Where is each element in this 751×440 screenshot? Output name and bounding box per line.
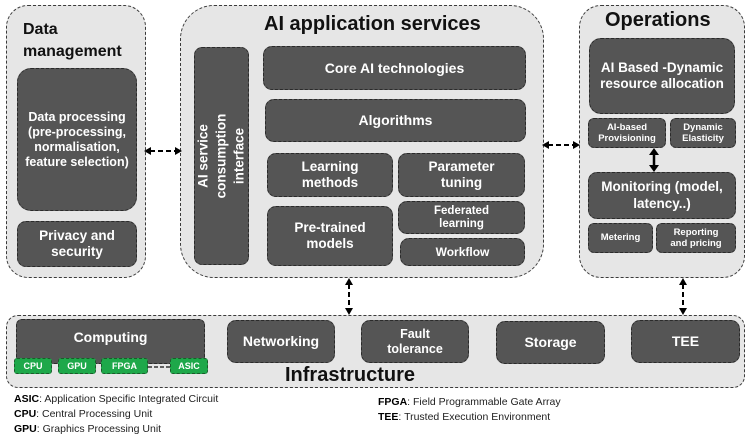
learning-methods-box[interactable]: Learning methods (267, 153, 393, 197)
pretrained-models-box[interactable]: Pre-trained models (267, 206, 393, 266)
data-to-ai-arrow (144, 147, 182, 155)
legend-fpga: FPGA: Field Programmable Gate Array (378, 396, 561, 408)
reporting-pricing-box[interactable]: Reporting and pricing (656, 223, 736, 253)
fault-tolerance-box[interactable]: Fault tolerance (361, 320, 469, 363)
parameter-tuning-box[interactable]: Parameter tuning (398, 153, 525, 197)
storage-box[interactable]: Storage (496, 321, 605, 364)
data-processing-box[interactable]: Data processing (pre-processing, normali… (17, 68, 137, 211)
ai-to-operations-arrow (542, 141, 580, 149)
dynamic-allocation-box[interactable]: AI Based -Dynamic resource allocation (589, 38, 735, 114)
legend-cpu: CPU: Central Processing Unit (14, 408, 153, 420)
gpu-chip[interactable]: GPU (58, 358, 96, 374)
operations-title: Operations (605, 9, 711, 31)
consumption-interface-box[interactable]: AI service consumption interface (194, 47, 249, 265)
dynamic-elasticity-box[interactable]: Dynamic Elasticity (670, 118, 736, 148)
data-management-title: Data management (23, 21, 122, 60)
ai-services-title: AI application services (264, 13, 481, 35)
cpu-chip[interactable]: CPU (14, 358, 52, 374)
monitoring-box[interactable]: Monitoring (model, latency..) (588, 172, 736, 219)
privacy-security-box[interactable]: Privacy and security (17, 221, 137, 267)
ai-provisioning-box[interactable]: AI-based Provisioning (588, 118, 666, 148)
provisioning-monitoring-arrow (649, 148, 659, 172)
algorithms-box[interactable]: Algorithms (265, 99, 526, 142)
legend-gpu: GPU: Graphics Processing Unit (14, 423, 162, 435)
infrastructure-title: Infrastructure (285, 364, 416, 386)
ai-to-infrastructure-arrow (345, 278, 353, 315)
metering-box[interactable]: Metering (588, 223, 653, 253)
core-ai-box[interactable]: Core AI technologies (263, 46, 526, 90)
computing-box[interactable]: Computing (16, 319, 205, 364)
asic-chip[interactable]: ASIC (170, 358, 208, 374)
operations-to-infrastructure-arrow (679, 278, 687, 315)
networking-box[interactable]: Networking (227, 320, 335, 363)
workflow-box[interactable]: Workflow (400, 238, 525, 266)
fpga-chip[interactable]: FPGA (101, 358, 148, 374)
legend-asic: ASIC: Application Specific Integrated Ci… (14, 393, 219, 405)
tee-box[interactable]: TEE (631, 320, 740, 363)
chip-dashed-connector (148, 366, 170, 368)
federated-learning-box[interactable]: Federated learning (398, 201, 525, 234)
legend-tee: TEE: Trusted Execution Environment (378, 411, 551, 423)
